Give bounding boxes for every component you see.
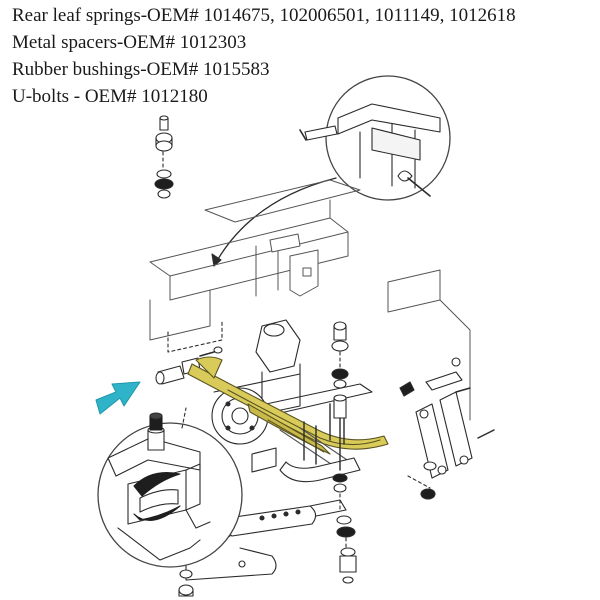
parts-line-u-bolts: U-bolts - OEM# 1012180 <box>12 86 208 107</box>
parts-line-leaf-springs: Rear leaf springs-OEM# 1014675, 10200650… <box>12 5 516 26</box>
cyan-arrow-icon <box>95 381 141 415</box>
rear-shackle-assembly <box>399 357 495 500</box>
bushing-detail-zoom <box>97 412 243 568</box>
frame-detail-zoom <box>299 75 451 201</box>
parts-line-rubber-bushings: Rubber bushings-OEM# 1015583 <box>12 59 270 80</box>
bushing-detail-leader <box>181 407 187 429</box>
upper-bushing-stack <box>154 115 174 199</box>
parts-line-metal-spacers: Metal spacers-OEM# 1012303 <box>12 32 247 53</box>
axle-hub-assembly <box>211 319 373 445</box>
frame-detail-leader <box>211 177 337 267</box>
parts-list: Rear leaf springs-OEM# 1014675, 10200650… <box>12 2 516 110</box>
vehicle-frame <box>149 179 471 421</box>
center-bushing-stack <box>331 321 357 584</box>
lower-mount-plate <box>185 499 347 581</box>
